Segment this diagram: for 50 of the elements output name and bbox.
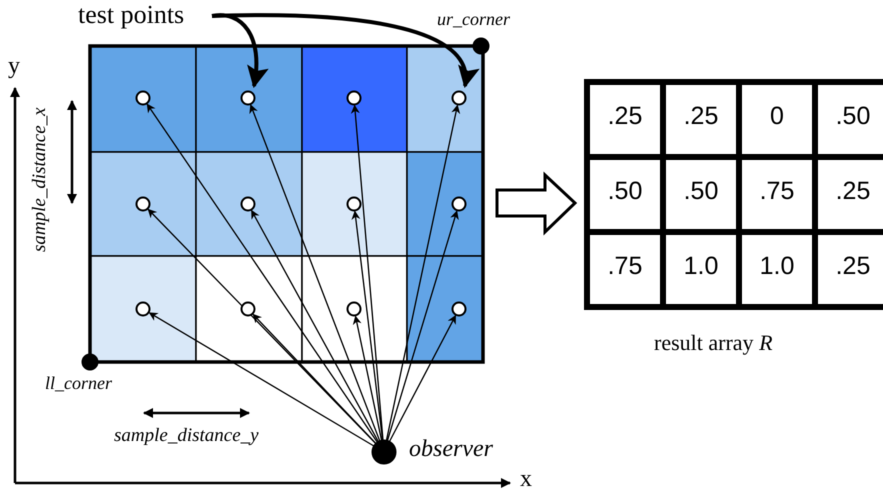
arrow [212, 13, 268, 88]
arrow [212, 13, 477, 88]
corner-dot [472, 38, 490, 54]
test-point [452, 196, 466, 212]
test-point [136, 90, 150, 106]
arrow [351, 210, 384, 440]
test-point [452, 302, 466, 316]
arrow [252, 314, 376, 444]
arrow [249, 104, 380, 442]
arrow [386, 104, 460, 440]
arrow [386, 210, 459, 441]
test-point [136, 196, 150, 212]
table-value: .25 [606, 104, 644, 129]
test-point [136, 302, 150, 316]
callout-text: test points [78, 2, 184, 28]
arrow [251, 210, 379, 442]
test-point [452, 90, 466, 106]
test-point [346, 90, 362, 106]
table-value: .50 [606, 179, 644, 204]
arrow [146, 103, 378, 442]
test-point [240, 90, 256, 106]
observer-label: observer [409, 437, 493, 461]
table-value: 1.0 [758, 254, 796, 279]
table-value: .50 [682, 179, 720, 204]
arrow [148, 208, 376, 444]
arrow [350, 104, 384, 440]
arrow [389, 314, 456, 442]
table-value: .25 [834, 179, 872, 204]
test-point [240, 302, 256, 316]
table-value: 0 [769, 104, 785, 129]
table-caption: result array R [654, 332, 773, 354]
arrow [148, 312, 374, 446]
dimension-label: sample_distance_x [30, 107, 49, 252]
axis-label: y [8, 54, 20, 78]
corner-label: ll_corner [45, 374, 112, 392]
table-value: 1.0 [682, 254, 720, 279]
arrow [352, 315, 382, 440]
test-point [346, 302, 362, 316]
corner-dot [82, 354, 98, 370]
dimension-label: sample_distance_y [114, 426, 259, 445]
axis-label: x [520, 467, 532, 491]
table-value: .75 [758, 179, 796, 204]
table-value: .50 [834, 104, 872, 129]
test-point [240, 196, 256, 212]
corner-label: ur_corner [437, 10, 510, 28]
observer-dot [372, 440, 396, 464]
table-value: .25 [834, 254, 872, 279]
table-value: .75 [606, 254, 644, 279]
test-point [346, 196, 362, 212]
table-value: .25 [682, 104, 720, 129]
